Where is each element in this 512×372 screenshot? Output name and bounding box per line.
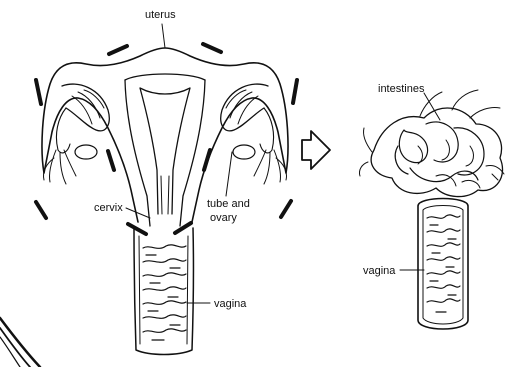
corner-decoration — [0, 318, 40, 367]
left-tube-and-ovary — [43, 84, 109, 184]
tube-label-line1: tube and — [207, 198, 250, 210]
cervical-canal — [161, 176, 169, 214]
excision-cut-marks — [36, 44, 297, 234]
intestines-label: intestines — [378, 83, 425, 95]
uterine-fundus-top — [125, 74, 205, 80]
uterine-cavity — [140, 88, 190, 214]
uterus-label: uterus — [145, 9, 176, 21]
right-tube-and-ovary — [221, 84, 287, 184]
uterus-leader-line — [162, 24, 165, 48]
tube-leader-line — [226, 152, 232, 196]
vagina-right-label: vagina — [363, 265, 396, 277]
tube-label-line2: ovary — [210, 212, 237, 224]
cervix-label: cervix — [94, 202, 123, 214]
vagina-left — [134, 228, 193, 355]
hollow-right-arrow-icon — [302, 131, 330, 169]
uterus-figure: uterus cervix tube and ovary vagina — [36, 9, 297, 355]
post-removal-figure: intestines vagina — [359, 83, 504, 329]
cervix-leader-line — [126, 208, 150, 218]
vagina-left-label: vagina — [214, 298, 247, 310]
uterine-inner-wall — [125, 80, 205, 226]
vagina-right — [418, 199, 468, 330]
